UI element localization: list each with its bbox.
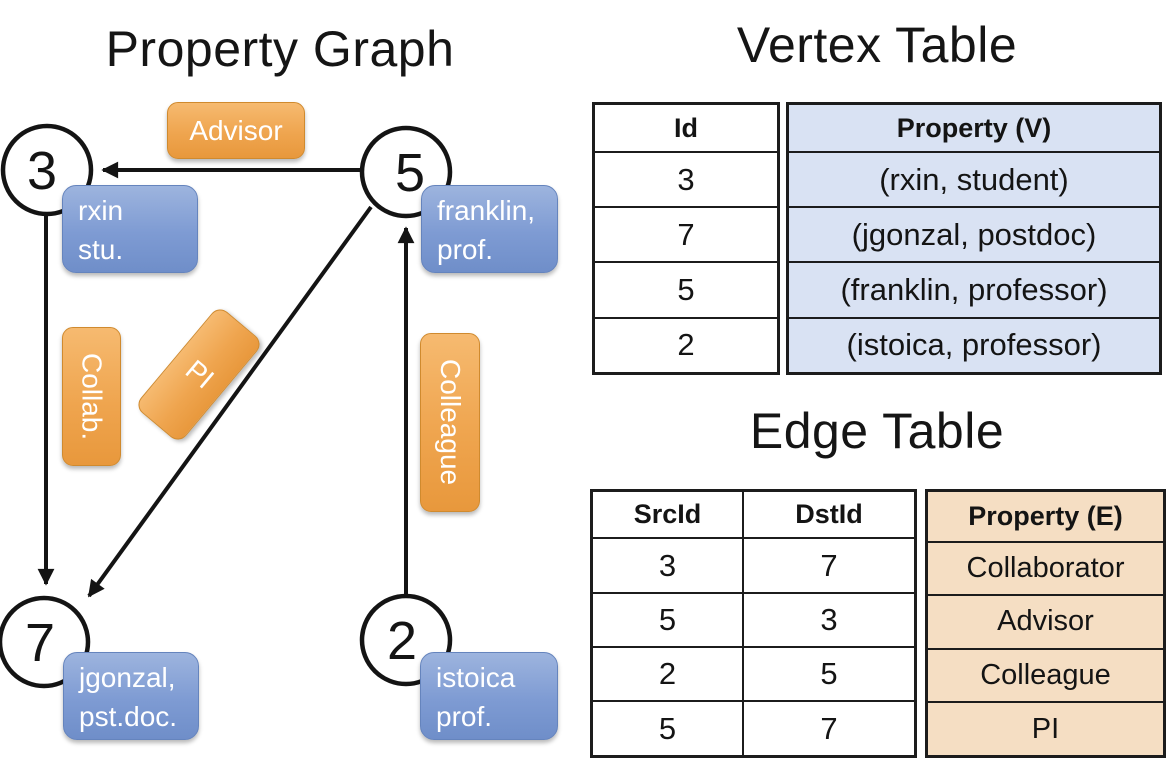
cell-edge-dst: 5 (742, 646, 917, 703)
node-id-7: 7 (25, 613, 55, 673)
cell-vertex-property: (jgonzal, postdoc) (786, 206, 1162, 264)
cell-edge-dst: 7 (742, 537, 917, 594)
table-row: 2 (592, 316, 780, 375)
vertex-col-property-header: Property (V) (786, 102, 1162, 154)
vertex-label-rxin: rxin stu. (62, 185, 198, 273)
cell-edge-property: Colleague (925, 647, 1166, 704)
table-row: Colleague (925, 647, 1166, 704)
table-row: 5 (592, 261, 780, 319)
cell-vertex-id: 3 (592, 151, 780, 209)
edge-label-collab: Collab. (62, 327, 121, 466)
edge-label-collab-text: Collab. (76, 352, 108, 441)
cell-edge-src: 3 (590, 537, 745, 594)
edge-label-advisor-text: Advisor (189, 114, 283, 146)
table-row: 2 5 (590, 646, 917, 703)
vertex-table-property-column: Property (V) (rxin, student) (jgonzal, p… (786, 102, 1162, 375)
cell-vertex-property: (rxin, student) (786, 151, 1162, 209)
table-row: (rxin, student) (786, 151, 1162, 209)
vertex-label-rxin-line1: rxin (78, 195, 124, 226)
edge-arrow-pi-5-to-7 (87, 205, 373, 598)
table-row: 5 3 (590, 591, 917, 649)
table-row: 7 (592, 206, 780, 264)
vertex-label-jgonzal-line1: jgonzal, (79, 662, 176, 693)
vertex-label-jgonzal: jgonzal, pst.doc. (63, 652, 199, 740)
table-row: (jgonzal, postdoc) (786, 206, 1162, 264)
edge-label-colleague: Colleague (420, 333, 480, 512)
table-row: (franklin, professor) (786, 261, 1162, 319)
cell-vertex-property: (franklin, professor) (786, 261, 1162, 319)
cell-edge-src: 5 (590, 700, 745, 758)
vertex-table-title: Vertex Table (736, 17, 1018, 73)
edge-label-colleague-text: Colleague (435, 359, 466, 486)
vertex-label-franklin-line1: franklin, (437, 195, 536, 226)
vertex-label-istoica-line1: istoica (436, 662, 516, 693)
vertex-label-franklin: franklin, prof. (421, 185, 558, 273)
edge-label-pi-text: PI (179, 353, 220, 395)
cell-edge-property: PI (925, 701, 1166, 758)
vertex-label-rxin-line2: stu. (78, 234, 124, 265)
table-row: 3 7 (590, 537, 917, 594)
edge-label-advisor: Advisor (167, 102, 305, 159)
cell-vertex-id: 7 (592, 206, 780, 264)
cell-edge-src: 5 (590, 591, 745, 649)
graph-canvas: 3 5 7 2 (0, 123, 453, 689)
vertex-label-jgonzal-line2: pst.doc. (79, 701, 178, 732)
vertex-label-franklin-line2: prof. (437, 234, 494, 265)
edge-table-title: Edge Table (749, 403, 1005, 459)
edge-table-property-column: Property (E) Collaborator Advisor Collea… (925, 489, 1166, 758)
table-row: Advisor (925, 594, 1166, 650)
table-row: 5 7 (590, 700, 917, 758)
edge-col-src-header: SrcId (590, 489, 745, 540)
vertex-col-id-header: Id (592, 102, 780, 154)
vertex-label-istoica-line2: prof. (436, 701, 493, 732)
node-id-2: 2 (387, 611, 417, 671)
table-row: (istoica, professor) (786, 316, 1162, 375)
cell-vertex-id: 5 (592, 261, 780, 319)
cell-edge-dst: 7 (742, 700, 917, 758)
edge-table-id-columns: SrcId DstId 3 7 5 3 2 5 5 7 (590, 489, 917, 758)
cell-edge-dst: 3 (742, 591, 917, 649)
table-row: 3 (592, 151, 780, 209)
cell-edge-src: 2 (590, 646, 745, 703)
cell-edge-property: Collaborator (925, 540, 1166, 597)
table-row: PI (925, 701, 1166, 758)
cell-vertex-property: (istoica, professor) (786, 316, 1162, 375)
node-id-5: 5 (395, 143, 425, 203)
property-graph-title: Property Graph (105, 21, 455, 77)
edge-col-property-header: Property (E) (925, 489, 1166, 543)
table-row: Collaborator (925, 540, 1166, 597)
edge-col-dst-header: DstId (742, 489, 917, 540)
node-id-3: 3 (27, 141, 57, 201)
cell-edge-property: Advisor (925, 594, 1166, 650)
vertex-table-id-column: Id 3 7 5 2 (592, 102, 780, 375)
vertex-label-istoica: istoica prof. (420, 652, 558, 740)
cell-vertex-id: 2 (592, 316, 780, 375)
